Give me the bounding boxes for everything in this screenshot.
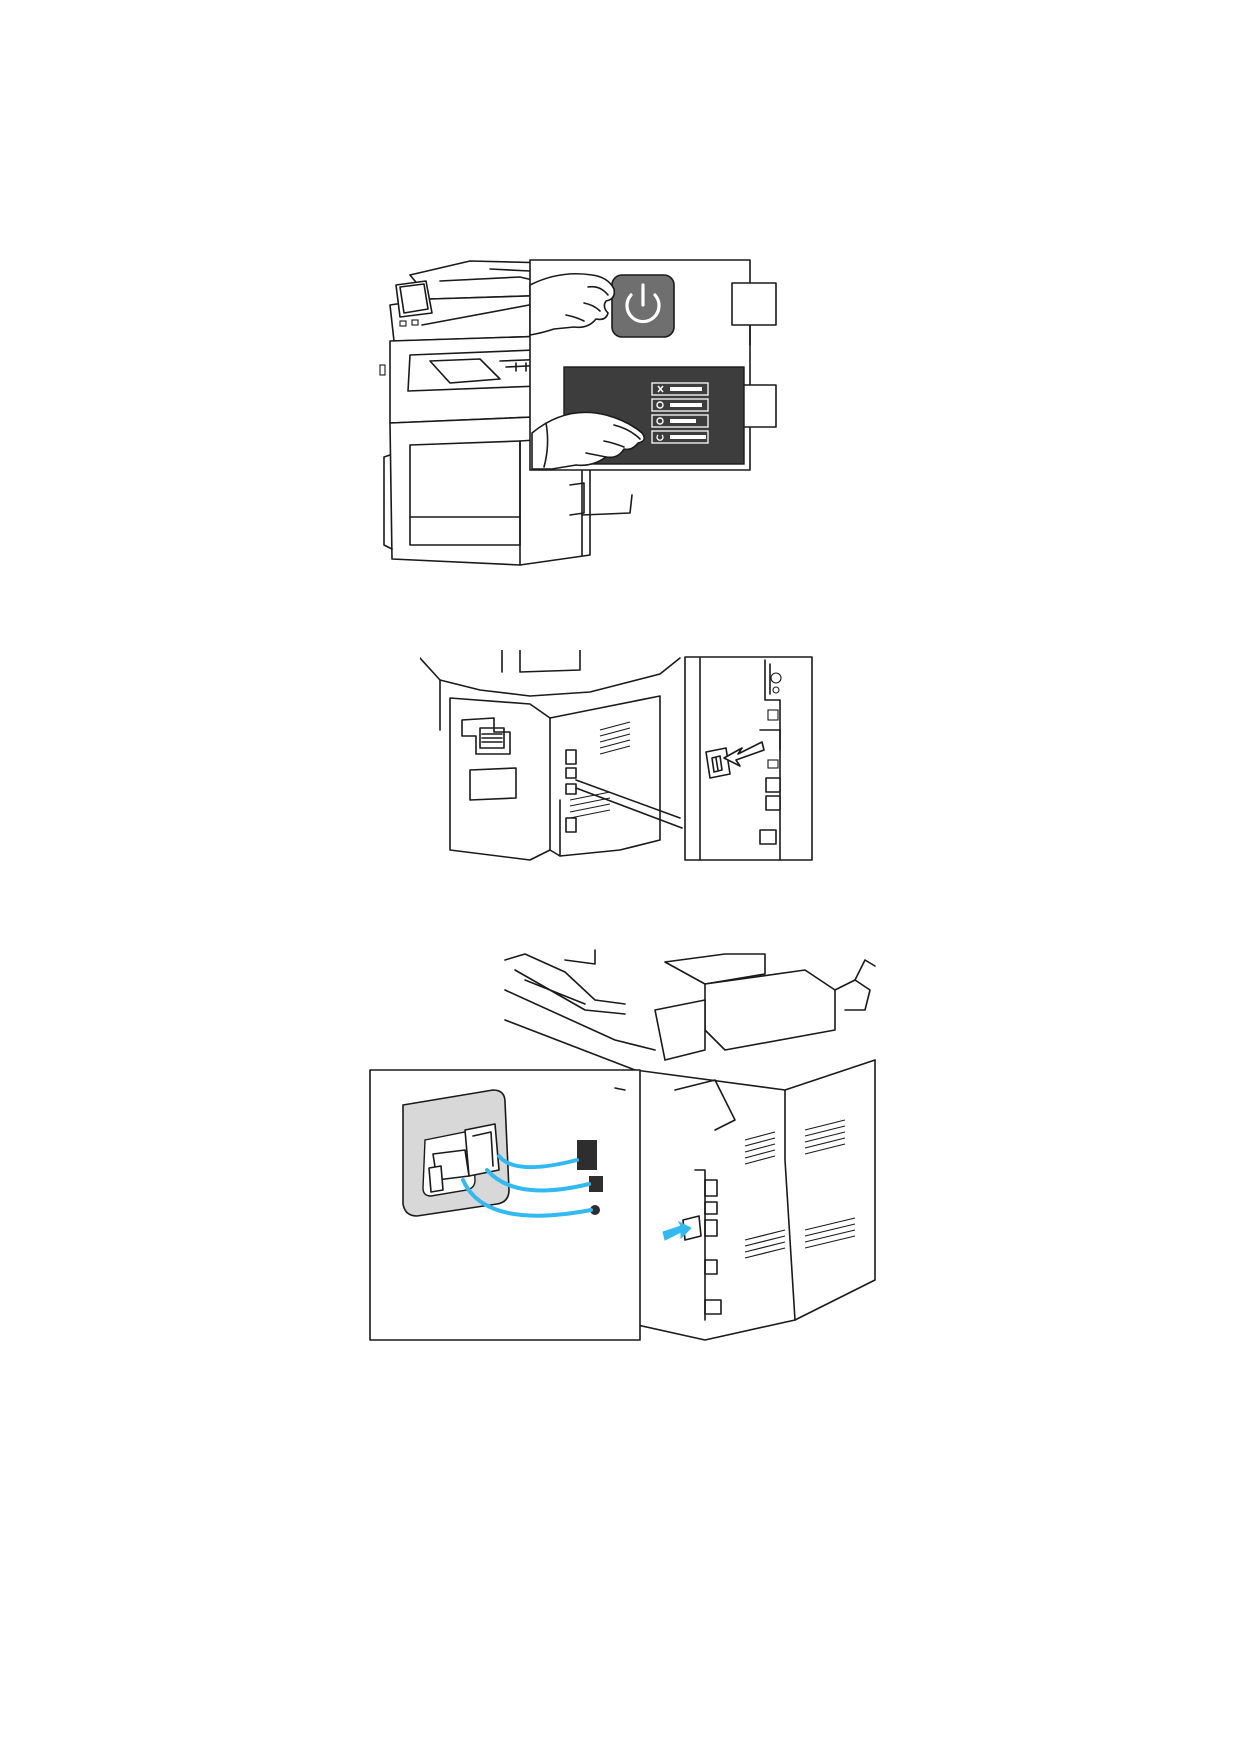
step-box-1 [731, 282, 777, 326]
touch-screen [395, 280, 433, 318]
wifi-adapter-installation-illustration [365, 940, 895, 1345]
printer-rear-body [504, 949, 876, 1341]
power-icon [625, 283, 661, 324]
printer-front-svg [379, 259, 777, 566]
printer-rear-body [420, 650, 681, 861]
wifi-adapter [402, 1089, 510, 1217]
arrow-icon [662, 1220, 692, 1241]
hand-pointer-icon [531, 411, 646, 470]
connector-slot [577, 1140, 597, 1170]
adapter-slot [662, 1215, 702, 1241]
usb-port [705, 747, 731, 779]
printer-power-off-illustration [370, 255, 870, 575]
wifi-adapter-svg [369, 949, 876, 1341]
printer-rear-panel-illustration [420, 650, 820, 865]
power-button [611, 274, 675, 338]
arrow-icon [723, 741, 765, 767]
callout-leader [575, 779, 683, 829]
power-menu-list [651, 382, 709, 444]
connector-guide-lines [461, 1154, 593, 1218]
connector-slot [589, 1176, 603, 1192]
connector-hole [590, 1205, 600, 1215]
hand-pointer-icon [529, 272, 616, 336]
rear-connector-callout [684, 656, 813, 861]
callout-leader [421, 302, 541, 326]
printer-rear-svg [420, 650, 813, 861]
